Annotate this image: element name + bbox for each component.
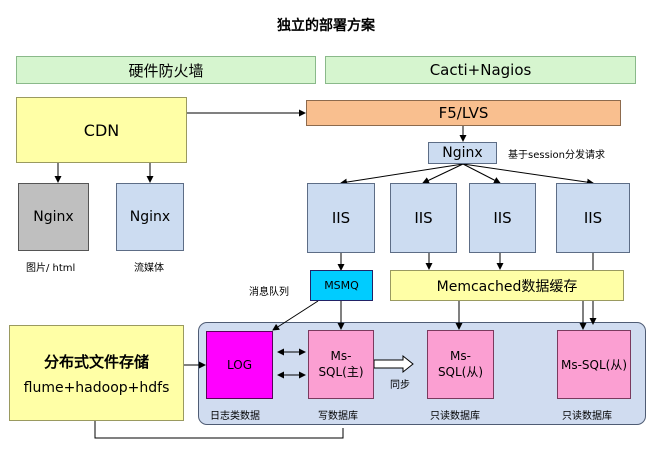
nginx-lb-note: 基于session分发请求 xyxy=(508,150,606,161)
cdn-box: CDN xyxy=(16,97,187,163)
db-master-box: Ms-SQL(主) xyxy=(308,330,374,399)
cdn-label: CDN xyxy=(83,120,120,140)
db-master-label: Ms-SQL(主) xyxy=(318,349,364,379)
sync-arrow xyxy=(373,354,414,374)
iis-server-3: IIS xyxy=(469,183,536,253)
iis-server-3-label: IIS xyxy=(493,209,512,227)
iis-server-2: IIS xyxy=(390,183,457,253)
nginx-image-label: Nginx xyxy=(33,209,74,225)
line-msmq-log xyxy=(272,300,319,331)
nginx-image-caption: 图片/ html xyxy=(26,263,76,274)
cacti-nagios-label: Cacti+Nagios xyxy=(429,61,532,79)
line-nginx-iis-4 xyxy=(462,163,594,186)
nginx-stream-box: Nginx xyxy=(116,183,184,251)
iis-server-1: IIS xyxy=(307,183,375,253)
dfs-box: 分布式文件存储 flume+hadoop+hdfs xyxy=(9,325,184,421)
db-slave-2-caption: 只读数据库 xyxy=(562,411,612,422)
dfs-subtitle: flume+hadoop+hdfs xyxy=(23,379,170,396)
db-slave-1-box: Ms-SQL(从) xyxy=(427,330,494,399)
db-slave-2-label: Ms-SQL(从) xyxy=(560,358,628,372)
page-title: 独立的部署方案 xyxy=(277,18,375,34)
line-nginx-iis-2 xyxy=(422,163,464,184)
iis-server-4: IIS xyxy=(556,183,630,253)
log-caption: 日志类数据 xyxy=(210,411,260,422)
memcached-label: Memcached数据缓存 xyxy=(436,278,578,295)
msmq-label: MSMQ xyxy=(324,279,359,292)
nginx-lb-label: Nginx xyxy=(442,145,483,161)
nginx-stream-label: Nginx xyxy=(129,209,171,225)
hardware-firewall-label: 硬件防火墙 xyxy=(128,61,204,80)
sync-label: 同步 xyxy=(390,380,410,391)
dfs-title: 分布式文件存储 xyxy=(43,352,149,371)
f5-lvs-box: F5/LVS xyxy=(306,100,621,126)
msmq-box: MSMQ xyxy=(310,270,373,301)
line-db-dfs xyxy=(94,421,344,439)
iis-server-2-label: IIS xyxy=(414,209,433,227)
f5-lvs-label: F5/LVS xyxy=(438,104,489,122)
hardware-firewall-box: 硬件防火墙 xyxy=(16,56,316,84)
nginx-lb-box: Nginx xyxy=(428,142,497,164)
nginx-stream-caption: 流媒体 xyxy=(134,263,164,274)
line-nginx-iis-1 xyxy=(340,163,464,186)
iis-server-1-label: IIS xyxy=(331,209,351,227)
cacti-nagios-box: Cacti+Nagios xyxy=(325,56,636,84)
db-slave-1-caption: 只读数据库 xyxy=(430,411,480,422)
msmq-caption: 消息队列 xyxy=(249,287,289,298)
nginx-image-box: Nginx xyxy=(18,183,89,251)
db-slave-1-label: Ms-SQL(从) xyxy=(437,349,484,379)
db-master-caption: 写数据库 xyxy=(318,411,358,422)
log-box: LOG xyxy=(206,331,273,399)
db-slave-2-box: Ms-SQL(从) xyxy=(557,330,631,399)
log-label: LOG xyxy=(226,358,252,372)
memcached-box: Memcached数据缓存 xyxy=(390,270,624,301)
iis-server-4-label: IIS xyxy=(583,209,603,227)
line-nginx-iis-3 xyxy=(462,163,501,184)
